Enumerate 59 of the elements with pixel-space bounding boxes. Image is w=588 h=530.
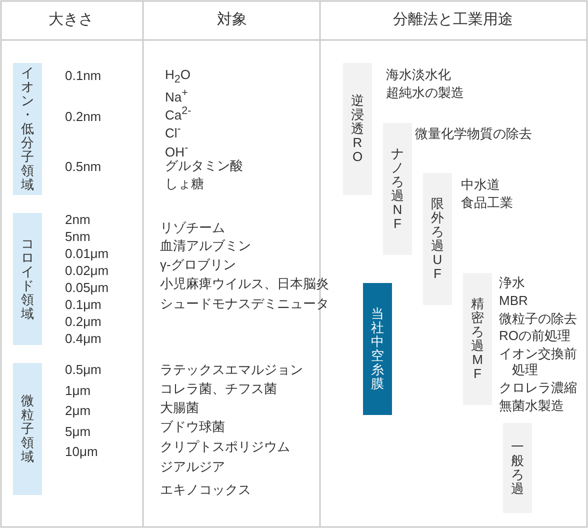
size-value: 0.5μm xyxy=(65,362,102,378)
target-text: ジアルジア xyxy=(160,459,225,475)
size-value: 0.1μm xyxy=(65,297,102,313)
target-text: Ca$^{2-}$ xyxy=(165,104,192,124)
size-value: 0.02μm xyxy=(65,263,109,279)
target-text: γ-グロブリン xyxy=(160,257,236,273)
size-value: 0.2nm xyxy=(65,109,102,125)
target-text: グルタミン酸 xyxy=(165,158,243,174)
size-value: 0.2μm xyxy=(65,314,102,330)
size-value: 0.01μm xyxy=(65,246,109,262)
target-text: 血清アルブミン xyxy=(160,238,251,254)
region-band: イオン・低分子領域 xyxy=(13,63,42,195)
application-text: 微量化学物質の除去 xyxy=(415,126,532,142)
size-value: 2μm xyxy=(65,403,91,419)
target-text: ブドウ球菌 xyxy=(160,419,225,435)
size-value: 0.1nm xyxy=(65,68,102,84)
application-text: 微粒子の除去 xyxy=(499,310,577,327)
method-band: 一般ろ過 xyxy=(503,423,532,513)
target-text: Cl$^{-}$ xyxy=(165,122,181,142)
application-text: クロレラ濃縮 xyxy=(499,380,577,396)
application-text: ROの前処理 xyxy=(499,328,570,344)
method-band: 逆浸透 RO xyxy=(343,63,372,195)
target-text: OH$^{-}$ xyxy=(165,141,188,160)
method-band: 限外ろ過UF xyxy=(423,173,452,305)
region-band: コロイド領域 xyxy=(13,213,42,345)
application-text: 海水淡水化 xyxy=(386,67,451,83)
target-text: H$_{2}$O xyxy=(165,67,191,88)
target-text: エキノコックス xyxy=(160,482,251,498)
application-text: MBR xyxy=(499,292,528,309)
size-value: 2nm xyxy=(65,212,90,228)
target-text: リゾチーム xyxy=(160,220,225,236)
column-header: 大きさ xyxy=(48,11,94,29)
size-value: 0.05μm xyxy=(65,280,109,296)
application-text: 浄水 xyxy=(499,275,525,291)
target-text: Na$^{+}$ xyxy=(165,86,188,106)
target-text: 小児麻痺ウイルス、日本脳炎 xyxy=(160,276,329,292)
highlight-band: 当社中空糸膜 xyxy=(363,283,392,415)
method-band: ナノろ過NF xyxy=(383,123,412,255)
application-text: 超純水の製造 xyxy=(386,84,464,101)
column-header: 分離法と工業用途 xyxy=(393,11,513,29)
application-text: イオン交換前処理 xyxy=(499,346,578,378)
size-value: 5μm xyxy=(65,424,91,440)
size-value: 10μm xyxy=(65,444,98,460)
size-value: 1μm xyxy=(65,383,91,399)
method-band: 精密ろ過MF xyxy=(463,273,492,405)
target-text: しょ糖 xyxy=(165,176,204,192)
region-band: 微粒子領域 xyxy=(13,363,42,495)
target-text: ラテックスエマルジョン xyxy=(160,362,303,378)
size-value: 0.5nm xyxy=(65,159,102,175)
size-value: 5nm xyxy=(65,229,90,245)
application-text: 無菌水製造 xyxy=(499,398,564,414)
target-text: 大腸菌 xyxy=(160,400,199,416)
application-text: 食品工業 xyxy=(461,194,513,211)
target-text: シュードモナスデミニュータ xyxy=(160,296,329,312)
size-value: 0.4μm xyxy=(65,331,102,347)
target-text: コレラ菌、チフス菌 xyxy=(160,381,277,397)
target-text: クリプトスポリジウム xyxy=(160,439,290,455)
application-text: 中水道 xyxy=(461,177,500,193)
column-header: 対象 xyxy=(217,11,247,29)
